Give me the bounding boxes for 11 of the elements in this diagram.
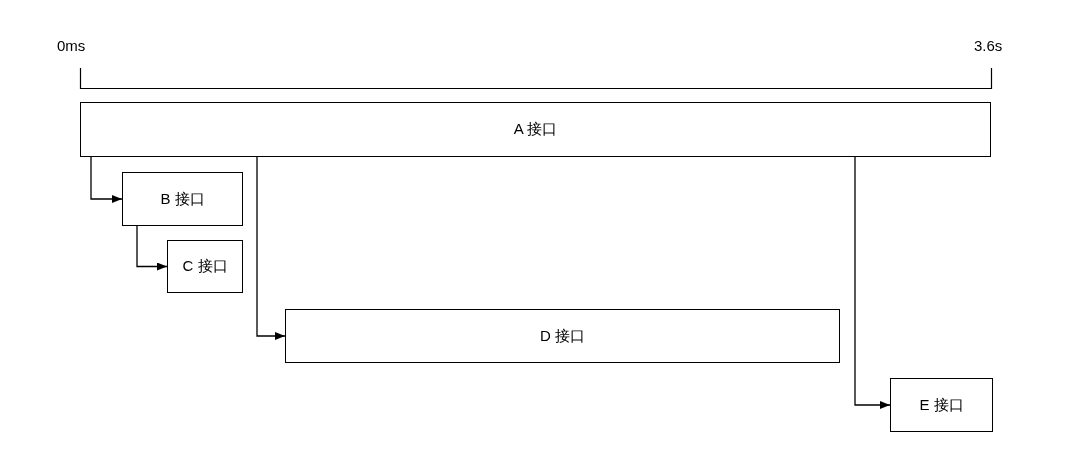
interface-box: A 接口 — [80, 102, 991, 157]
interface-box: B 接口 — [122, 172, 243, 226]
arrow — [136, 225, 168, 271]
arrow — [854, 156, 891, 409]
interface-box: E 接口 — [890, 378, 993, 432]
interface-box: C 接口 — [167, 240, 243, 293]
arrow — [256, 156, 286, 340]
time-label: 3.6s — [974, 37, 1003, 54]
time-label: 0ms — [57, 37, 86, 54]
interface-box: D 接口 — [285, 309, 840, 363]
arrow — [90, 156, 123, 203]
